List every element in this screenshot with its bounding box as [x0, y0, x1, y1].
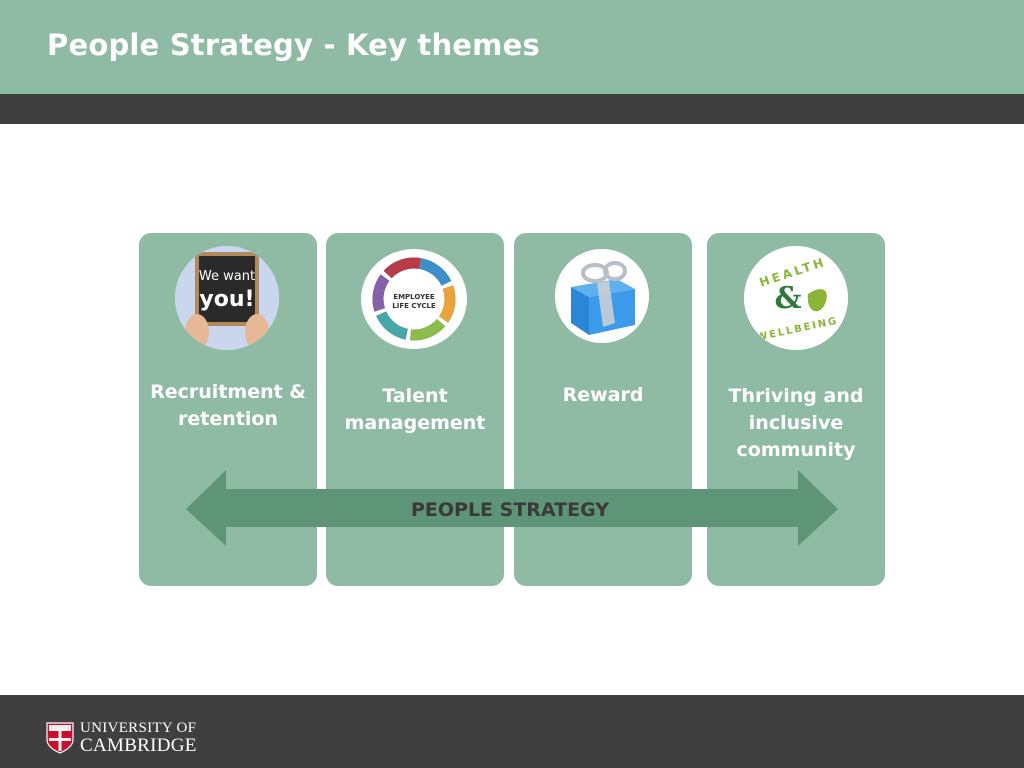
sign-text-line2: you!	[199, 287, 254, 312]
page-title: People Strategy - Key themes	[47, 28, 540, 62]
ampersand-text: &	[774, 281, 801, 316]
university-logo-line2: CAMBRIDGE	[80, 735, 197, 756]
university-crest-icon	[46, 722, 74, 754]
cycle-text-line2: LIFE CYCLE	[392, 302, 436, 310]
gift-box-icon	[555, 249, 649, 343]
theme-label-community: Thriving and inclusive community	[728, 385, 864, 461]
footer-band	[0, 695, 1024, 768]
we-want-you-sign-icon: We want you!	[175, 246, 279, 350]
health-wellbeing-icon: HEALTH & WELLBEING	[744, 246, 848, 350]
banner-label: PEOPLE STRATEGY	[410, 499, 610, 521]
theme-label-recruitment: Recruitment & retention	[150, 381, 306, 430]
theme-label-reward: Reward	[562, 384, 644, 406]
header-divider-band	[0, 94, 1024, 124]
cycle-text-line1: EMPLOYEE	[393, 293, 435, 301]
title-band: People Strategy - Key themes	[0, 0, 1024, 94]
employee-life-cycle-icon: EMPLOYEE LIFE CYCLE	[361, 249, 467, 349]
double-arrow-icon	[186, 470, 838, 546]
sign-text-line1: We want	[199, 269, 255, 284]
theme-card-talent[interactable]: Talent management	[326, 233, 504, 586]
theme-label-talent: Talent management	[344, 385, 486, 434]
theme-card-community[interactable]: Thriving and inclusive community	[707, 233, 885, 586]
university-logo-line1: UNIVERSITY OF	[80, 720, 197, 736]
